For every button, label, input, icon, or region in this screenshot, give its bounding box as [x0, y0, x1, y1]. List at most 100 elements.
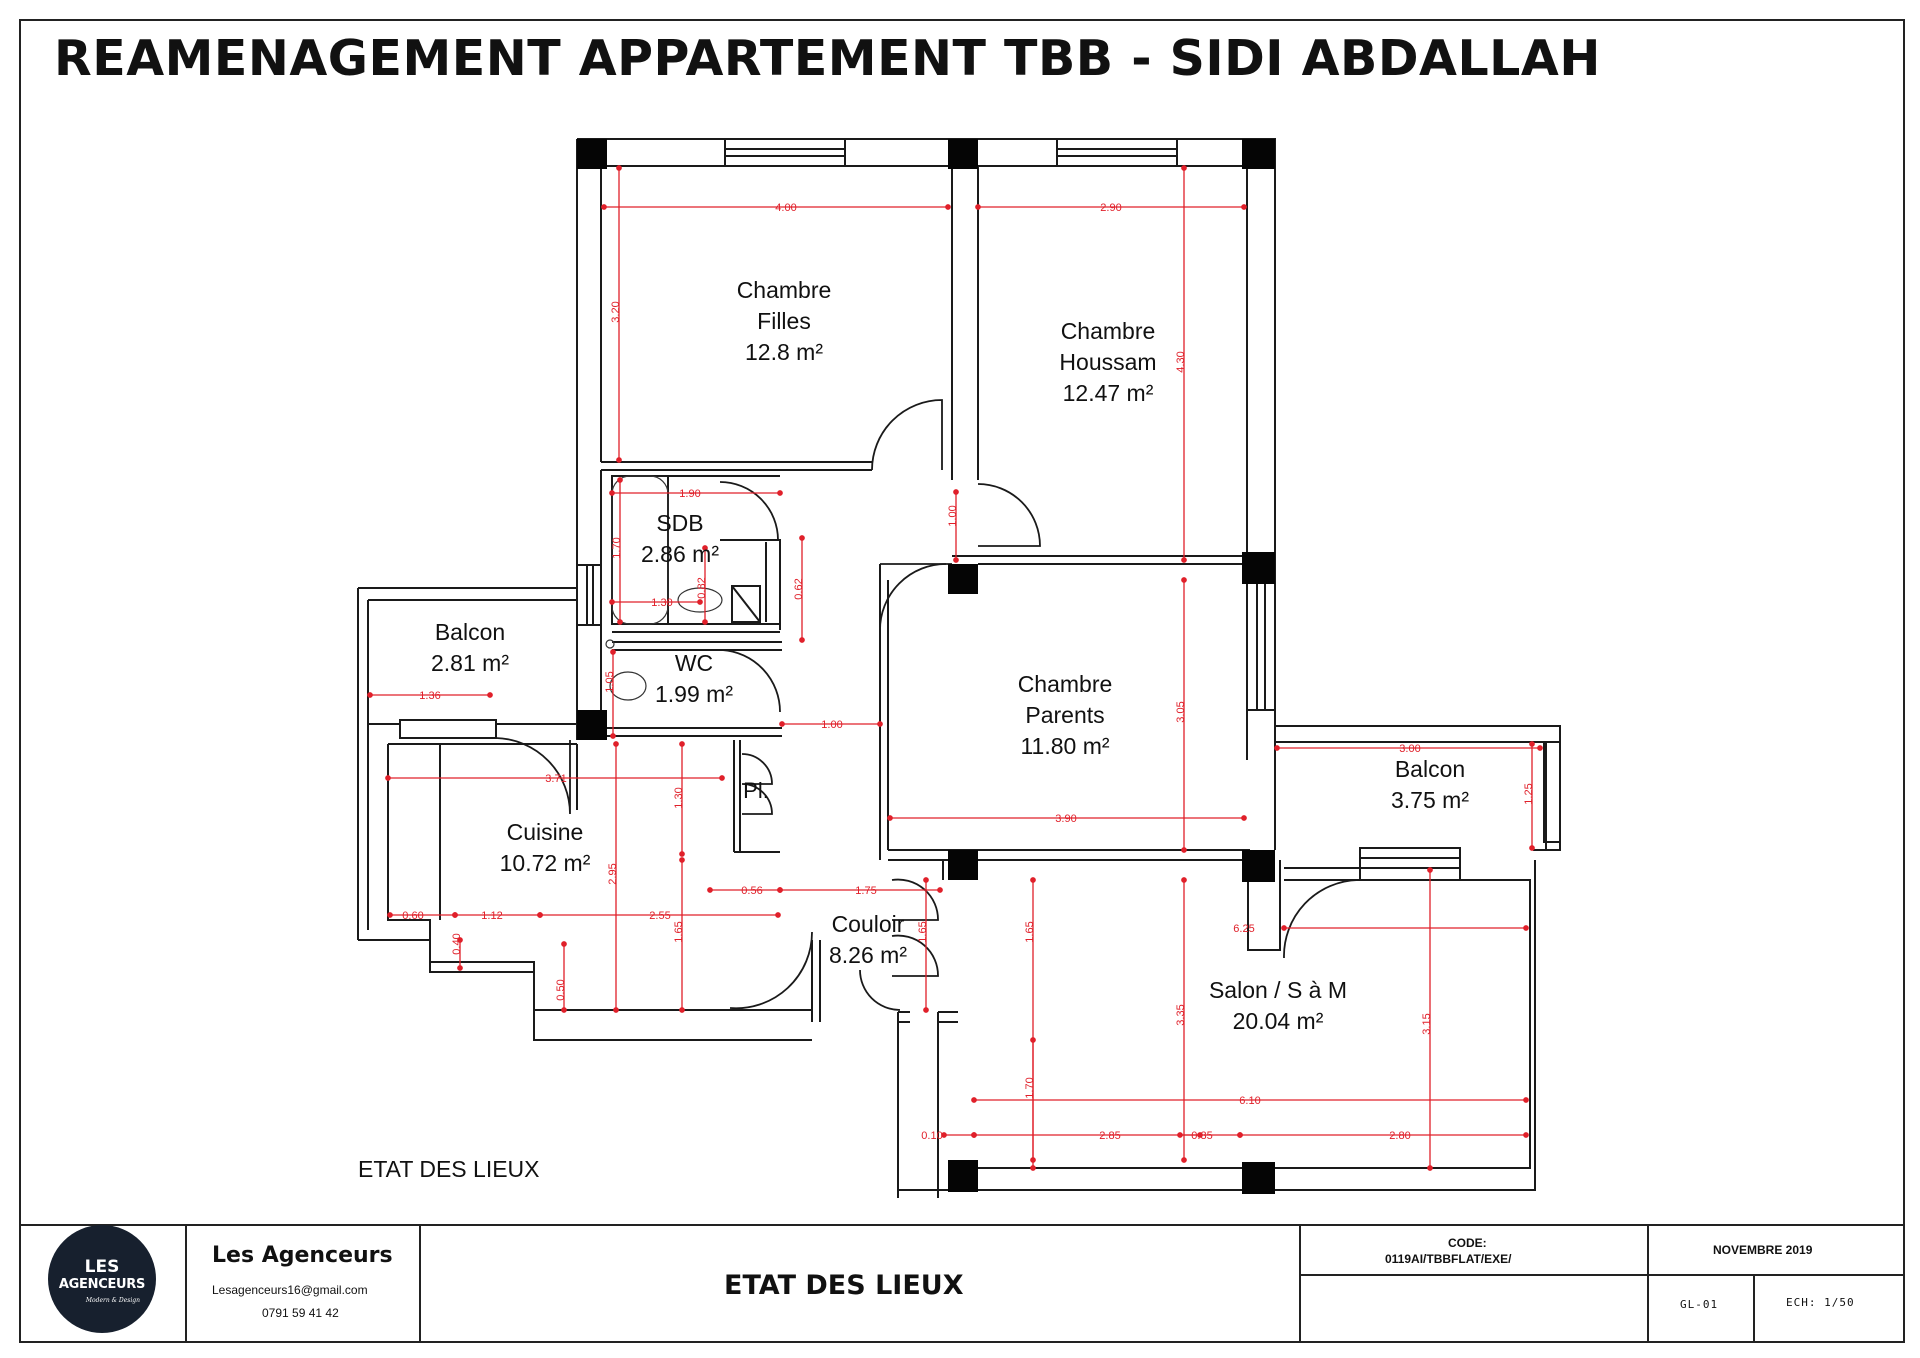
dimension-tick — [616, 457, 622, 463]
dimension-tick — [775, 912, 781, 918]
walls — [357, 138, 1561, 1198]
room-label-cuisine: Cuisine — [507, 819, 584, 845]
dimension-tick — [779, 721, 785, 727]
room-label-salon: Salon / S à M — [1209, 977, 1347, 1003]
room-label-balcon-left: Balcon — [435, 619, 505, 645]
company-name: Les Agenceurs — [212, 1243, 393, 1268]
fixtures — [605, 475, 723, 701]
dimension-tick — [1537, 745, 1543, 751]
dimension-text: 3.35 — [1175, 1004, 1187, 1025]
dimension-tick — [1181, 557, 1187, 563]
dimension-tick — [613, 1007, 619, 1013]
dimension-text: 2.55 — [649, 910, 670, 922]
dimension-tick — [702, 619, 708, 625]
dimension-text: 0.60 — [402, 910, 423, 922]
doors — [495, 399, 1359, 1011]
dimension-text: 1.70 — [1024, 1077, 1036, 1098]
dimension-text: 1.90 — [679, 488, 700, 500]
dimension-tick — [777, 887, 783, 893]
dimension-tick — [613, 741, 619, 747]
dimension-text: 1.70 — [611, 537, 623, 558]
dimension-tick — [971, 1132, 977, 1138]
dimension-text: 3.90 — [1055, 813, 1076, 825]
dimension-tick — [777, 490, 783, 496]
dimension-text: 0.50 — [555, 979, 567, 1000]
dimension-tick — [679, 857, 685, 863]
dimension-tick — [799, 535, 805, 541]
dimension-tick — [616, 165, 622, 171]
dimension-tick — [1529, 845, 1535, 851]
scale: ECH: 1/50 — [1786, 1296, 1855, 1309]
dimension-tick — [1241, 815, 1247, 821]
dimension-tick — [610, 649, 616, 655]
logo-tagline: Modern & Design — [85, 1297, 140, 1304]
code-label: CODE: — [1448, 1236, 1487, 1250]
dimension-tick — [923, 877, 929, 883]
dimension-text: 2.90 — [1100, 202, 1121, 214]
logo-line-2: AGENCEURS — [58, 1277, 146, 1292]
dimension-text: 1.36 — [419, 690, 440, 702]
dimension-tick — [1181, 1157, 1187, 1163]
dimension-tick — [945, 204, 951, 210]
dimension-tick — [707, 887, 713, 893]
dimension-tick — [1030, 1165, 1036, 1171]
room-label-chambre-filles: Filles — [757, 308, 811, 334]
room-label-placard: Pl. — [743, 778, 769, 803]
dimension-text: 0.62 — [793, 578, 805, 599]
room-label-chambre-parents: Chambre — [1018, 671, 1113, 697]
dimension-text: 1.12 — [481, 910, 502, 922]
dimension-tick — [1523, 1132, 1529, 1138]
title-block — [20, 1224, 1904, 1342]
dimension-tick — [953, 489, 959, 495]
dimension-tick — [601, 204, 607, 210]
dimension-tick — [452, 912, 458, 918]
sheet-title: ETAT DES LIEUX — [724, 1270, 964, 1301]
room-label-chambre-parents: 11.80 m² — [1020, 733, 1109, 759]
dimension-tick — [1281, 925, 1287, 931]
dimension-text: 0.35 — [1191, 1130, 1212, 1142]
dimension-text: 1.05 — [604, 671, 616, 692]
dimension-tick — [617, 619, 623, 625]
dimension-tick — [1181, 165, 1187, 171]
dimension-tick — [617, 477, 623, 483]
dimension-text: 1.30 — [673, 787, 685, 808]
dimension-tick — [1030, 1037, 1036, 1043]
room-label-chambre-houssam: Houssam — [1059, 349, 1156, 375]
dimension-tick — [537, 912, 543, 918]
room-label-wc: WC — [675, 650, 713, 676]
dimension-tick — [1427, 1165, 1433, 1171]
dimension-text: 0.10 — [921, 1130, 942, 1142]
dimension-tick — [1523, 1097, 1529, 1103]
dimension-tick — [679, 1007, 685, 1013]
dimension-tick — [937, 887, 943, 893]
dimension-lines — [367, 165, 1543, 1171]
dimension-tick — [679, 851, 685, 857]
dimension-text: 1.00 — [947, 505, 959, 526]
company-email: Lesagenceurs16@gmail.com — [212, 1283, 368, 1297]
room-label-cuisine: 10.72 m² — [500, 850, 591, 876]
sheet-border — [19, 19, 1905, 1343]
dimension-tick — [610, 733, 616, 739]
dimension-tick — [385, 775, 391, 781]
dimension-text: 3.71 — [545, 773, 566, 785]
dimension-text: 2.80 — [1389, 1130, 1410, 1142]
plan-label: ETAT DES LIEUX — [358, 1156, 540, 1182]
dimension-tick — [877, 721, 883, 727]
dimension-text: 1.00 — [821, 719, 842, 731]
company-phone: 0791 59 41 42 — [262, 1306, 339, 1320]
dimension-tick — [975, 204, 981, 210]
dimension-tick — [609, 490, 615, 496]
dimension-tick — [971, 1097, 977, 1103]
dimension-tick — [1030, 877, 1036, 883]
room-label-balcon-right: 3.75 m² — [1391, 787, 1469, 813]
dimension-tick — [1181, 577, 1187, 583]
dimension-tick — [561, 1007, 567, 1013]
dimension-text: 6.10 — [1239, 1095, 1260, 1107]
dimension-tick — [387, 912, 393, 918]
dimension-tick — [609, 599, 615, 605]
dimension-text: 6.25 — [1233, 923, 1254, 935]
dimension-tick — [1523, 925, 1529, 931]
dimension-text: 1.65 — [1024, 921, 1036, 942]
